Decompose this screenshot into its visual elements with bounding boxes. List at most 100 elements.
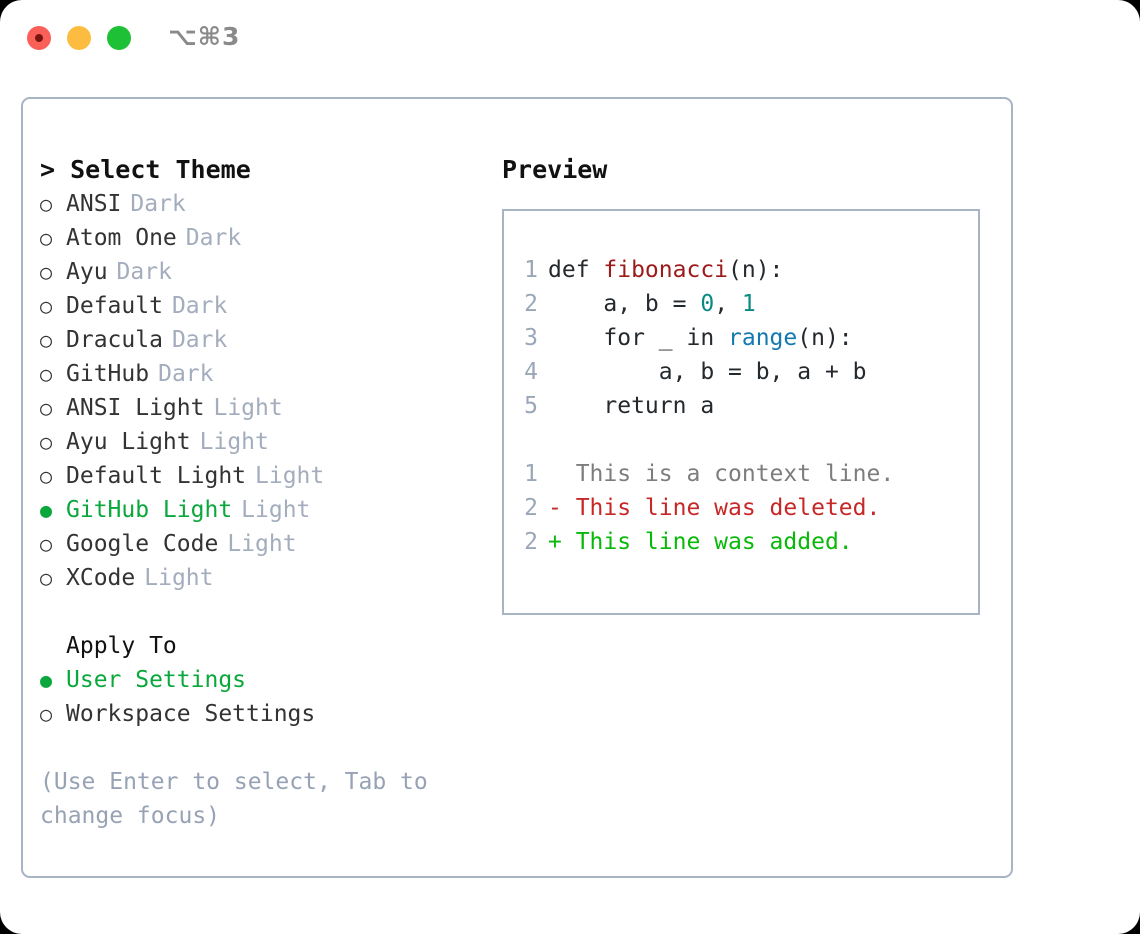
theme-option-label: Atom One bbox=[66, 225, 177, 251]
theme-option-label: GitHub bbox=[66, 361, 150, 387]
code-line-text: a, b = b, a + b bbox=[548, 355, 867, 389]
diff-line-text: + This line was added. bbox=[548, 529, 853, 555]
line-number: 5 bbox=[524, 393, 538, 419]
close-button-icon[interactable] bbox=[27, 26, 51, 50]
theme-option-label: Ayu Light bbox=[66, 429, 191, 455]
theme-variant-tag: Light bbox=[255, 463, 325, 489]
code-token: 0 bbox=[700, 291, 715, 317]
code-token: 1 bbox=[741, 291, 756, 317]
apply-to-option-label: User Settings bbox=[66, 667, 247, 693]
zoom-button-icon[interactable] bbox=[107, 26, 131, 50]
theme-option-label: Default Light bbox=[66, 463, 247, 489]
apply-to-heading: Apply To bbox=[66, 633, 177, 659]
apply-to-option-label: Workspace Settings bbox=[66, 701, 316, 727]
line-number: 3 bbox=[524, 325, 538, 351]
diff-line-text: This is a context line. bbox=[548, 461, 895, 487]
code-token: , bbox=[714, 291, 742, 317]
theme-option-label: Default bbox=[66, 293, 163, 319]
theme-option[interactable]: ○ Default Light Light bbox=[40, 459, 490, 493]
apply-to-option[interactable]: ○ Workspace Settings bbox=[40, 697, 490, 731]
code-token: return a bbox=[548, 393, 715, 419]
code-token: fibonacci bbox=[603, 257, 729, 283]
title-bar: ⌥⌘3 bbox=[0, 0, 1140, 78]
diff-line-text: - This line was deleted. bbox=[548, 495, 881, 521]
theme-option[interactable]: ○ Atom One Dark bbox=[40, 221, 490, 255]
select-theme-title: Select Theme bbox=[70, 155, 251, 184]
theme-option-label: ANSI Light bbox=[66, 395, 205, 421]
code-token: a, b = b, a + b bbox=[548, 359, 867, 385]
code-token: a, b = bbox=[548, 291, 701, 317]
theme-option[interactable]: ○ ANSI Light Light bbox=[40, 391, 490, 425]
code-line: 2 a, b = 0, 1 bbox=[504, 287, 978, 321]
theme-variant-tag: Dark bbox=[130, 191, 186, 217]
code-token: range bbox=[728, 325, 798, 351]
theme-option-label: Ayu bbox=[66, 259, 108, 285]
code-line: 1 def fibonacci(n): bbox=[504, 253, 978, 287]
theme-option-label: Dracula bbox=[66, 327, 163, 353]
theme-variant-tag: Light bbox=[241, 497, 311, 523]
theme-variant-tag: Dark bbox=[171, 327, 228, 353]
radio-unselected-icon: ○ bbox=[40, 226, 53, 250]
line-number: 2 bbox=[524, 529, 538, 555]
radio-unselected-icon: ○ bbox=[40, 702, 53, 726]
code-line-text: def fibonacci(n): bbox=[548, 253, 783, 287]
diff-sample: 1 This is a context line.2- This line wa… bbox=[504, 457, 978, 559]
theme-variant-tag: Light bbox=[213, 395, 283, 421]
theme-variant-tag: Dark bbox=[158, 361, 214, 387]
code-token: (n): bbox=[728, 257, 784, 283]
line-number: 2 bbox=[524, 495, 538, 521]
theme-option[interactable]: ○ Dracula Dark bbox=[40, 323, 490, 357]
theme-variant-tag: Light bbox=[199, 429, 269, 455]
theme-variant-tag: Dark bbox=[116, 259, 172, 285]
radio-unselected-icon: ○ bbox=[40, 192, 53, 216]
theme-option-label: GitHub Light bbox=[66, 497, 233, 523]
keyboard-shortcut-label: ⌥⌘3 bbox=[168, 22, 241, 51]
preview-spacer bbox=[504, 423, 978, 457]
radio-unselected-icon: ○ bbox=[40, 328, 53, 352]
theme-option[interactable]: ● GitHub Light Light bbox=[40, 493, 490, 527]
code-line-text: return a bbox=[548, 389, 714, 423]
diff-line: 2 - This line was deleted. bbox=[504, 491, 978, 525]
line-number: 4 bbox=[524, 359, 538, 385]
code-line: 3 for _ in range(n): bbox=[504, 321, 978, 355]
line-number: 1 bbox=[524, 257, 538, 283]
radio-unselected-icon: ○ bbox=[40, 294, 53, 318]
radio-selected-icon: ● bbox=[40, 668, 53, 692]
code-line-text: a, b = 0, 1 bbox=[548, 287, 756, 321]
theme-option-label: XCode bbox=[66, 565, 136, 591]
code-line-text: for _ in range(n): bbox=[548, 321, 853, 355]
apply-to-list: ● User Settings ○ Workspace Settings bbox=[40, 663, 490, 731]
line-number: 2 bbox=[524, 291, 538, 317]
radio-selected-icon: ● bbox=[40, 498, 53, 522]
radio-unselected-icon: ○ bbox=[40, 396, 53, 420]
theme-variant-tag: Light bbox=[144, 565, 214, 591]
preview-heading: Preview bbox=[502, 155, 608, 184]
theme-option-label: Google Code bbox=[66, 531, 219, 557]
code-token: (n): bbox=[797, 325, 853, 351]
keyboard-hint-text: (Use Enter to select, Tab to change focu… bbox=[40, 769, 442, 829]
apply-to-option[interactable]: ● User Settings bbox=[40, 663, 490, 697]
minimize-button-icon[interactable] bbox=[67, 26, 91, 50]
theme-option[interactable]: ○ Ayu Light Light bbox=[40, 425, 490, 459]
radio-unselected-icon: ○ bbox=[40, 430, 53, 454]
radio-unselected-icon: ○ bbox=[40, 464, 53, 488]
code-token: def bbox=[548, 257, 604, 283]
code-line: 4 a, b = b, a + b bbox=[504, 355, 978, 389]
select-theme-heading: > Select Theme bbox=[40, 153, 490, 187]
diff-line: 2 + This line was added. bbox=[504, 525, 978, 559]
theme-variant-tag: Dark bbox=[185, 225, 242, 251]
prompt-caret-icon: > bbox=[40, 155, 56, 184]
